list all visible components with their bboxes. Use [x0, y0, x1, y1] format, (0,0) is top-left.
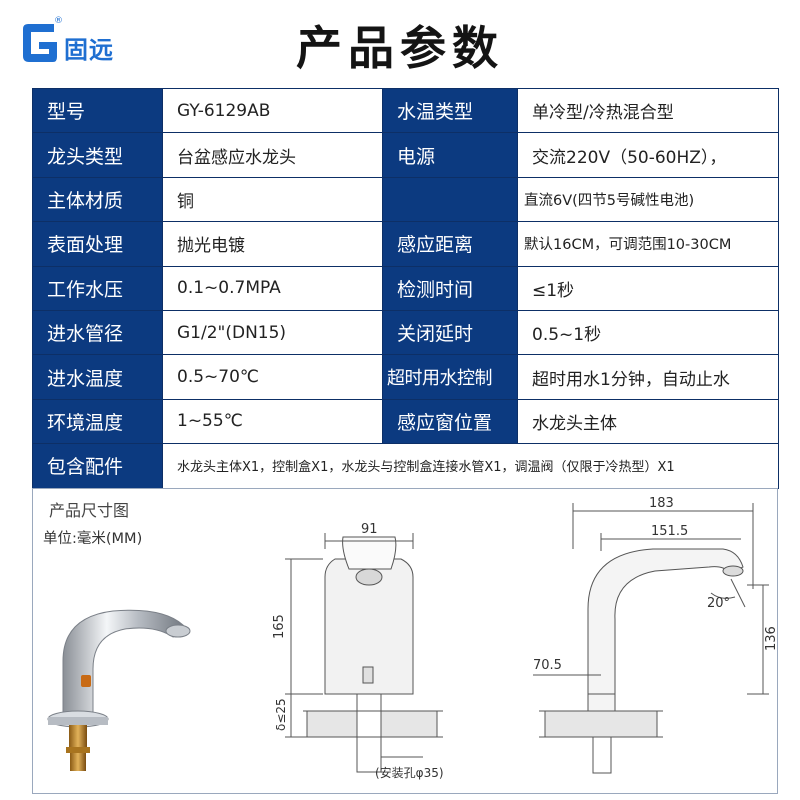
side-angle-label: 20° [707, 596, 730, 611]
spec-value: 水龙头主体 [517, 398, 779, 445]
dimension-section: 产品尺寸图 单位:毫米(MM) [32, 488, 779, 794]
spec-label: 环境温度 [32, 398, 163, 445]
spec-table: 型号 GY-6129AB 水温类型 单冷型/冷热混合型 龙头类型 台盆感应水龙头… [32, 87, 779, 489]
accessories-label: 包含配件 [32, 443, 163, 489]
spec-value: 单冷型/冷热混合型 [517, 87, 779, 134]
table-row: 龙头类型 台盆感应水龙头 电源 交流220V（50-60HZ）， [32, 132, 779, 178]
side-base-label: 70.5 [533, 658, 562, 673]
spec-label: 检测时间 [382, 265, 518, 311]
spec-label: 水温类型 [382, 87, 518, 134]
spec-label: 型号 [32, 87, 163, 134]
spec-value: 抛光电镀 [162, 221, 383, 267]
spec-value: 默认16CM，可调范围10-30CM [517, 221, 779, 267]
spec-label: 进水管径 [32, 309, 163, 356]
side-overall-label: 183 [649, 496, 674, 511]
spec-label: 关闭延时 [382, 309, 518, 356]
spec-value: 直流6V(四节5号碱性电池) [517, 176, 779, 223]
logo-g-icon [23, 24, 57, 62]
spec-value: G1/2"(DN15) [162, 309, 383, 356]
brand-name: 固远 [64, 36, 114, 64]
hole-label: (安装孔φ35) [375, 765, 444, 780]
spec-label: 工作水压 [32, 265, 163, 311]
spec-label: 感应窗位置 [382, 398, 518, 445]
table-row: 进水管径 G1/2"(DN15) 关闭延时 0.5~1秒 [32, 309, 779, 356]
dimension-unit: 单位:毫米(MM) [43, 531, 143, 547]
table-row: 进水温度 0.5~70℃ 超时用水控制 超时用水1分钟，自动止水 [32, 354, 779, 400]
spec-value: 铜 [162, 176, 383, 223]
spec-label: 表面处理 [32, 221, 163, 267]
spec-value: 交流220V（50-60HZ）， [517, 132, 779, 178]
table-row: 工作水压 0.1~0.7MPA 检测时间 ≤1秒 [32, 265, 779, 311]
table-row: 包含配件 水龙头主体X1，控制盒X1，水龙头与控制盒连接水管X1，调温阀（仅限于… [32, 443, 779, 489]
spec-label: 龙头类型 [32, 132, 163, 178]
spec-label: 感应距离 [382, 221, 518, 267]
spec-value: 超时用水1分钟，自动止水 [517, 354, 779, 400]
spec-value: 0.5~1秒 [517, 309, 779, 356]
registered-mark: ® [54, 16, 63, 26]
deck-thickness-label: δ≤25 [274, 698, 288, 731]
spec-value: GY-6129AB [162, 87, 383, 134]
spec-value: 0.1~0.7MPA [162, 265, 383, 311]
spec-value: 1~55℃ [162, 398, 383, 445]
dimension-drawing: 91 165 δ≤25 (安装孔φ35) 183 151.5 20° 136 7… [272, 496, 779, 780]
faucet-photo [47, 609, 191, 771]
spec-label: 电源 [382, 132, 518, 178]
table-row: 表面处理 抛光电镀 感应距离 默认16CM，可调范围10-30CM [32, 221, 779, 267]
spec-label: 超时用水控制 [382, 354, 518, 400]
front-width-label: 91 [361, 522, 378, 537]
accessories-value: 水龙头主体X1，控制盒X1，水龙头与控制盒连接水管X1，调温阀（仅限于冷热型）X… [162, 443, 779, 489]
spec-label: 进水温度 [32, 354, 163, 400]
spec-value: 0.5~70℃ [162, 354, 383, 400]
table-row: 型号 GY-6129AB 水温类型 单冷型/冷热混合型 [32, 87, 779, 134]
brand-logo: ® 固远 [20, 16, 120, 70]
spec-label [382, 176, 518, 223]
page-title: 产品参数 [296, 21, 504, 75]
front-height-label: 165 [272, 614, 287, 639]
table-row: 环境温度 1~55℃ 感应窗位置 水龙头主体 [32, 398, 779, 445]
spec-value: 台盆感应水龙头 [162, 132, 383, 178]
side-reach-label: 151.5 [651, 524, 688, 539]
dimension-title: 产品尺寸图 [49, 501, 130, 520]
spec-value: ≤1秒 [517, 265, 779, 311]
table-row: 主体材质 铜 直流6V(四节5号碱性电池) [32, 176, 779, 223]
spec-label: 主体材质 [32, 176, 163, 223]
side-height-label: 136 [764, 626, 779, 651]
